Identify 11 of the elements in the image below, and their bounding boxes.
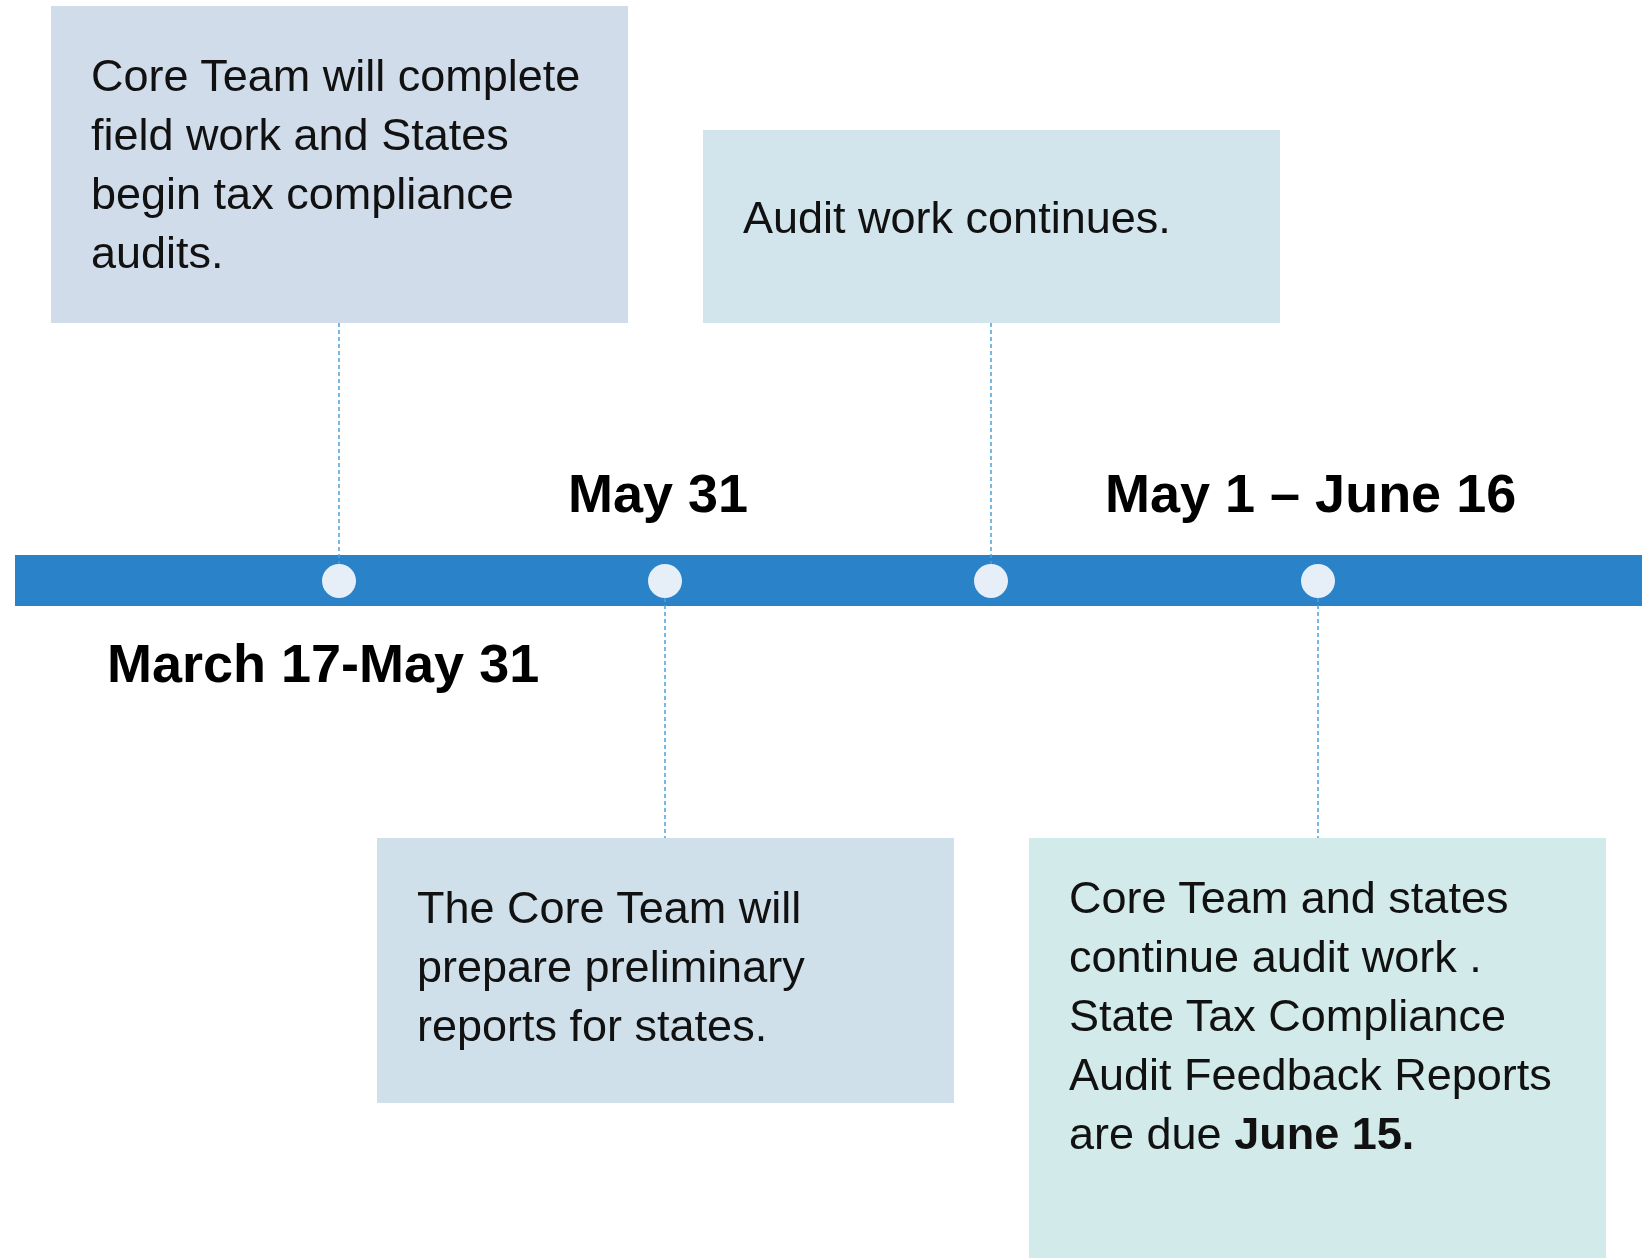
event-card: Audit work continues. bbox=[703, 130, 1280, 323]
leader-line bbox=[1317, 597, 1319, 839]
event-card: Core Team and states continue audit work . State Tax Compliance Audit Feedback Reports are due June 15. bbox=[1029, 838, 1606, 1258]
event-card: The Core Team will prepare preliminary reports for states. bbox=[377, 838, 954, 1103]
date-label: March 17-May 31 bbox=[107, 632, 540, 694]
date-label: May 31 bbox=[568, 462, 749, 524]
date-label: May 1 – June 16 bbox=[1105, 462, 1517, 524]
leader-line bbox=[664, 597, 666, 839]
event-card: Core Team will complete field work and States begin tax compliance audits. bbox=[51, 6, 628, 323]
leader-line bbox=[990, 322, 992, 565]
leader-line bbox=[338, 322, 340, 565]
